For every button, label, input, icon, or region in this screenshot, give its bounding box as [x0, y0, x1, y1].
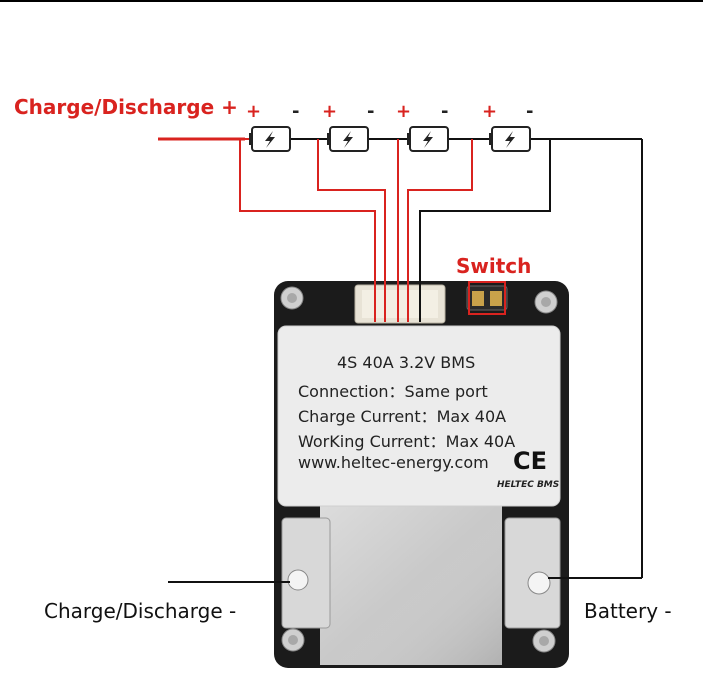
- balance-wire-b3: [407, 139, 473, 322]
- battery-cell-icon: [489, 126, 531, 152]
- sticker-working-current: WorKing Current：Max 40A: [298, 432, 516, 451]
- balance-wire-b0: [239, 139, 376, 322]
- label-sticker: [277, 325, 561, 507]
- switch-pin-1: [472, 291, 484, 306]
- switch-label: Switch: [456, 254, 532, 278]
- lightning-bolt-icon: [265, 131, 275, 148]
- screw-icon: [534, 290, 558, 314]
- charge-terminal-hole: [287, 569, 309, 591]
- cell-4-plus: +: [482, 101, 498, 122]
- switch-highlight-box: [468, 281, 506, 315]
- cell-2-minus: -: [367, 101, 375, 122]
- cell-3-plus: +: [396, 101, 412, 122]
- balance-wire-b1: [317, 139, 386, 322]
- negative-terminal-pad: [281, 517, 331, 629]
- ce-mark: CE: [513, 447, 548, 475]
- heatsink-sheen: [320, 505, 502, 665]
- screw-icon: [280, 286, 304, 310]
- battery-terminal-pad: [504, 517, 561, 629]
- sticker-model: 4S 40A 3.2V BMS: [337, 353, 476, 372]
- battery-cell-icon: [407, 126, 449, 152]
- sticker-website: www.heltec-energy.com: [298, 453, 489, 472]
- brand-logo: HELTEC BMS: [497, 480, 560, 490]
- sticker-connection: Connection：Same port: [298, 382, 488, 401]
- battery-terminal-hole: [527, 571, 551, 595]
- balance-wire-b4: [419, 139, 551, 322]
- lightning-bolt-icon: [343, 131, 353, 148]
- sticker-charge-current: Charge Current：Max 40A: [298, 407, 507, 426]
- battery-cell-icon: [249, 126, 291, 152]
- charge-discharge-minus-label: Charge/Discharge -: [44, 599, 237, 623]
- switch-pin-2: [490, 291, 502, 306]
- cell-2-plus: +: [322, 101, 338, 122]
- screw-icon: [532, 629, 556, 653]
- screw-icon: [281, 628, 305, 652]
- lightning-bolt-icon: [505, 131, 515, 148]
- charge-discharge-plus-label: Charge/Discharge +: [14, 95, 238, 119]
- cell-3-minus: -: [441, 101, 449, 122]
- cell-1-plus: +: [246, 101, 262, 122]
- cell-1-minus: -: [292, 101, 300, 122]
- battery-cell-icon: [327, 126, 369, 152]
- bms-board: [274, 281, 569, 668]
- battery-minus-label: Battery -: [584, 599, 672, 623]
- top-border-line: [0, 0, 703, 2]
- lightning-bolt-icon: [423, 131, 433, 148]
- cell-4-minus: -: [526, 101, 534, 122]
- connector-housing: [362, 290, 438, 318]
